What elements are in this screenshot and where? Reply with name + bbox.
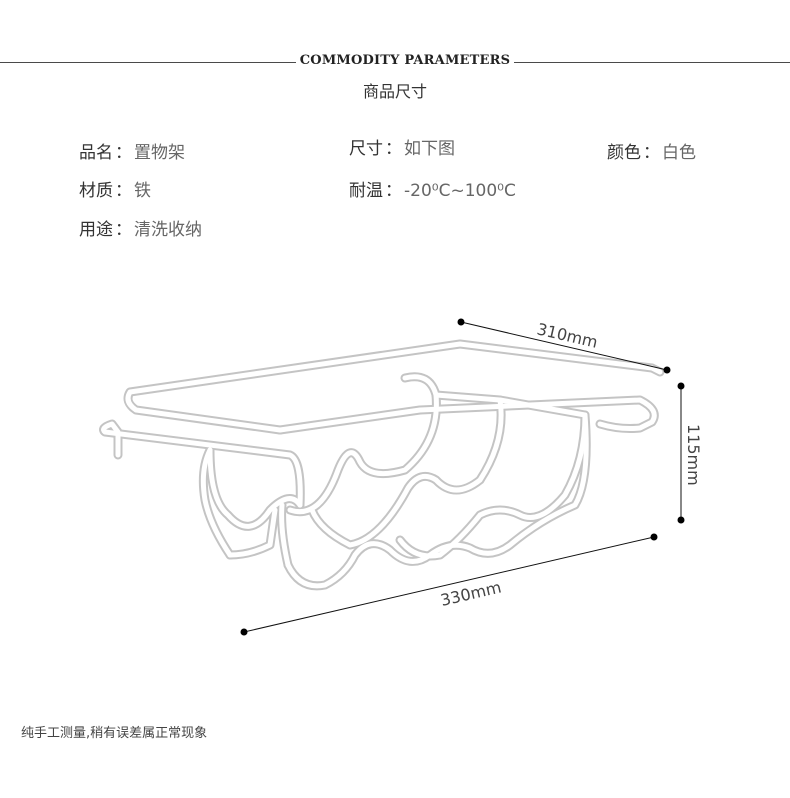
param-size: 尺寸：如下图 <box>349 134 455 159</box>
wine-rack-image <box>99 339 665 591</box>
depth-endpoint-dot <box>663 366 671 374</box>
measurement-footnote: 纯手工测量,稍有误差属正常现象 <box>21 726 208 741</box>
param-size-label: 尺寸 <box>349 139 383 159</box>
param-separator: ： <box>385 139 402 159</box>
height-label: 115mm <box>684 424 703 486</box>
width-endpoint-dot <box>240 628 248 636</box>
param-size-value: 如下图 <box>404 139 455 159</box>
param-name-label: 品名 <box>79 143 113 163</box>
param-usage-label: 用途 <box>79 220 113 240</box>
param-temperature-value: -20⁰C~100⁰C <box>404 181 516 201</box>
height-endpoint-dot <box>677 382 685 390</box>
param-temperature: 耐温：-20⁰C~100⁰C <box>349 176 516 201</box>
depth-endpoint-dot <box>457 318 465 326</box>
param-separator: ： <box>115 220 132 240</box>
param-name-value: 置物架 <box>134 143 185 163</box>
header-divider-right <box>514 62 790 63</box>
param-usage: 用途：清洗收纳 <box>79 215 202 240</box>
depth-dimension-line <box>460 321 668 371</box>
param-color: 颜色：白色 <box>607 138 696 163</box>
width-label: 330mm <box>439 578 503 610</box>
width-dimension-line <box>243 536 655 633</box>
param-separator: ： <box>115 181 132 201</box>
param-material: 材质：铁 <box>79 176 151 201</box>
param-usage-value: 清洗收纳 <box>134 220 202 240</box>
header-divider-left <box>0 62 296 63</box>
height-endpoint-dot <box>677 516 685 524</box>
param-material-value: 铁 <box>134 181 151 201</box>
param-temperature-label: 耐温 <box>349 181 383 201</box>
param-name: 品名：置物架 <box>79 138 185 163</box>
param-separator: ： <box>115 143 132 163</box>
param-separator: ： <box>385 181 402 201</box>
param-material-label: 材质 <box>79 181 113 201</box>
header-subtitle: 商品尺寸 <box>362 82 427 101</box>
param-color-label: 颜色 <box>607 143 641 163</box>
param-separator: ： <box>643 143 660 163</box>
param-color-value: 白色 <box>662 143 696 163</box>
width-endpoint-dot <box>650 533 658 541</box>
header-title: COMMODITY PARAMETERS <box>299 53 511 68</box>
